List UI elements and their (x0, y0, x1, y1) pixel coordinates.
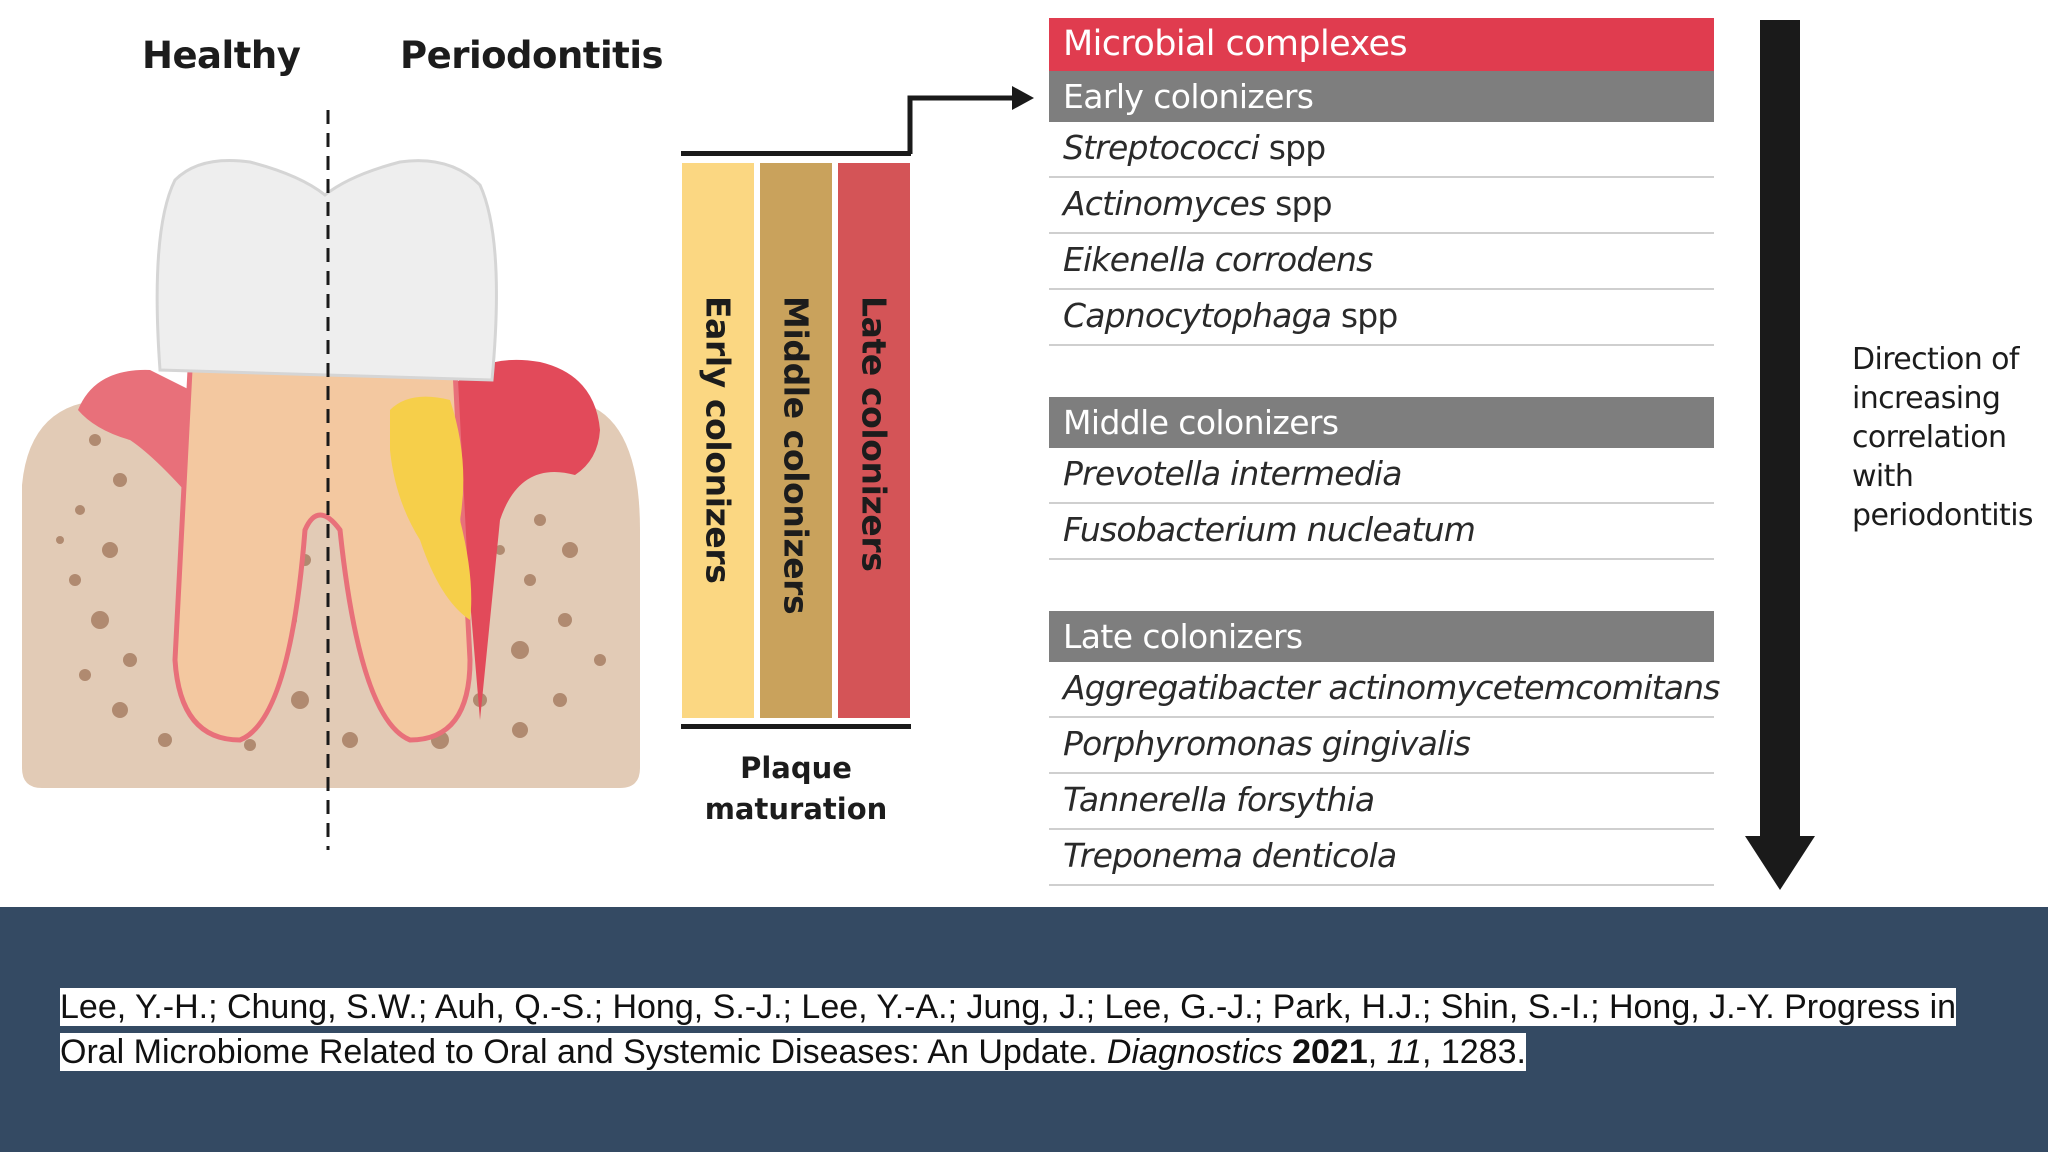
tooth-illustration (22, 110, 640, 850)
table-header: Microbial complexes (1049, 18, 1714, 71)
plaque-caption-line2: maturation (704, 792, 888, 826)
group-late-title: Late colonizers (1049, 611, 1714, 662)
tooth-crown (155, 158, 498, 382)
table-gap (1049, 346, 1714, 397)
table-row: Capnocytophaga spp (1049, 290, 1714, 346)
diagram-stage: Healthy Periodontitis Ea (22, 18, 2042, 890)
down-arrow-icon (1745, 20, 1815, 890)
plaque-column-late-label: Late colonizers (854, 296, 894, 572)
table-row: Actinomyces spp (1049, 178, 1714, 234)
plaque-top-bar (681, 151, 911, 156)
direction-line: with (1852, 459, 1914, 494)
citation: Lee, Y.-H.; Chung, S.W.; Auh, Q.-S.; Hon… (60, 988, 1957, 1071)
plaque-column-late: Late colonizers (838, 163, 910, 718)
citation-band (0, 907, 2048, 1152)
direction-text: Direction of increasing correlation with… (1852, 340, 2042, 535)
direction-line: Direction of (1852, 342, 2019, 377)
citation-authors: Lee, Y.-H.; Chung, S.W.; Auh, Q.-S.; Hon… (60, 988, 1775, 1026)
table-gap (1049, 560, 1714, 611)
citation-volume: 11 (1386, 1033, 1422, 1071)
table-row: Eikenella corrodens (1049, 234, 1714, 290)
direction-line: increasing (1852, 381, 2001, 416)
inflamed-gum (440, 359, 600, 720)
direction-line: correlation (1852, 420, 2007, 455)
citation-journal: Diagnostics (1106, 1033, 1283, 1071)
group-middle-title: Middle colonizers (1049, 397, 1714, 448)
microbial-complexes-table: Microbial complexes Early colonizers Str… (1049, 18, 1720, 886)
connector-arrow-icon (907, 86, 1034, 154)
plaque-column-middle: Middle colonizers (760, 163, 832, 718)
plaque-caption-line1: Plaque (740, 751, 852, 785)
table-row: Prevotella intermedia (1049, 448, 1714, 504)
plaque-bottom-bar (681, 724, 911, 729)
table-row: Tannerella forsythia (1049, 774, 1714, 830)
plaque-column-middle-label: Middle colonizers (776, 296, 816, 615)
citation-year: 2021 (1292, 1033, 1368, 1071)
direction-line: periodontitis (1852, 498, 2034, 533)
table-row: Treponema denticola (1049, 830, 1714, 886)
group-early-title: Early colonizers (1049, 71, 1714, 122)
healthy-gum (78, 369, 210, 520)
citation-title: Progress in Oral Microbiome Related to O… (60, 988, 1957, 1071)
plaque-column-early-label: Early colonizers (698, 296, 738, 584)
citation-pages: 1283. (1440, 1033, 1526, 1071)
plaque-column-early: Early colonizers (682, 163, 754, 718)
table-row: Porphyromonas gingivalis (1049, 718, 1714, 774)
table-row: Fusobacterium nucleatum (1049, 504, 1714, 560)
plaque-caption: Plaque maturation (681, 748, 911, 830)
table-row: Streptococci spp (1049, 122, 1714, 178)
periodontitis-label: Periodontitis (400, 34, 664, 77)
table-row: Aggregatibacter actinomycetemcomitans (1049, 662, 1720, 718)
plaque-deposit (390, 396, 472, 620)
healthy-label: Healthy (142, 34, 301, 77)
